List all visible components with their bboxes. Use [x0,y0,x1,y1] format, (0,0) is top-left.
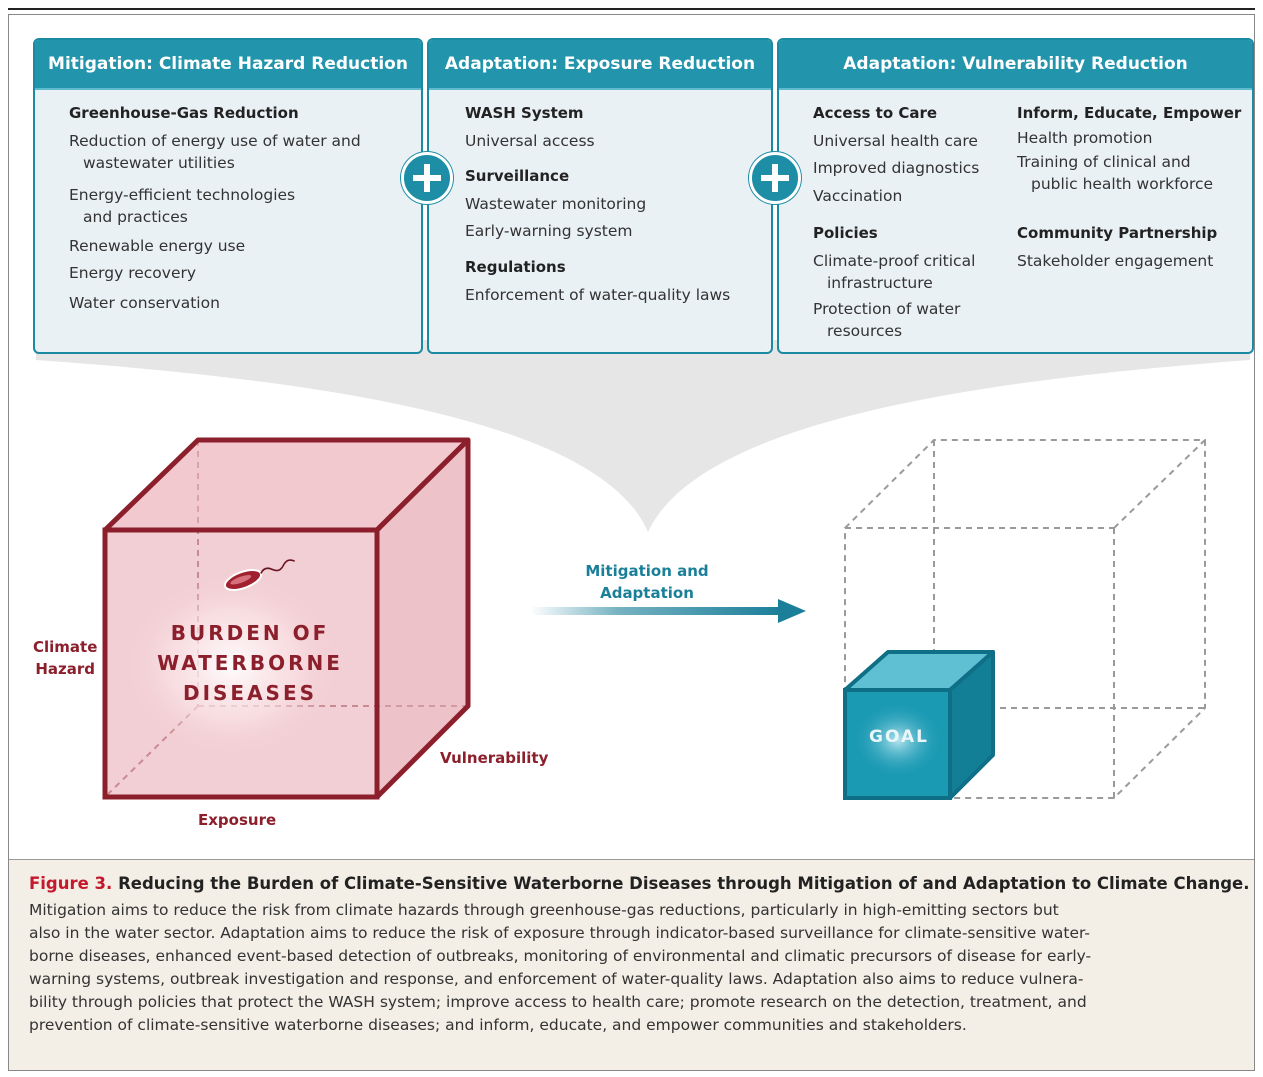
arrow-label: Mitigation and Adaptation [585,562,709,602]
list-item: Energy recovery [69,264,197,282]
list-item: Vaccination [813,187,903,205]
bacterium-icon [223,559,296,591]
figure-caption: Figure 3. Reducing the Burden of Climate… [9,859,1254,1070]
list-item: Stakeholder engagement [1017,252,1214,270]
mitigation-adaptation-arrow [530,599,806,623]
list-item: Training of clinical and public health w… [1017,153,1214,193]
list-item: Universal health care [813,132,978,150]
heading-access-to-care: Access to Care [813,104,938,122]
heading-regulations: Regulations [465,258,566,276]
caption-body: Mitigation aims to reduce the risk from … [29,901,1092,1034]
goal-label: GOAL [869,727,929,747]
list-item: Reduction of energy use of water and was… [69,132,361,172]
heading-wash-system: WASH System [465,104,584,122]
caption-title: Figure 3. Reducing the Burden of Climate… [29,874,1250,893]
axis-label-vulnerability: Vulnerability [440,749,549,767]
list-item: Enforcement of water-quality laws [465,286,731,304]
heading-inform-educate-empower: Inform, Educate, Empower [1017,104,1242,122]
figure-frame [8,14,1255,1071]
heading-surveillance: Surveillance [465,167,570,185]
list-item: Water conservation [69,294,220,312]
list-item: Renewable energy use [69,237,246,255]
list-item: Improved diagnostics [813,159,980,177]
top-rule [8,8,1255,10]
heading-ghg-reduction: Greenhouse-Gas Reduction [69,104,299,122]
plus-icon [749,152,801,204]
panel-vulnerability-title: Adaptation: Vulnerability Reduction [779,40,1252,90]
figure-number: Figure 3. [29,874,113,893]
panel-mitigation: Mitigation: Climate Hazard Reduction Gre… [33,38,423,354]
list-item: Climate-proof critical infrastructure [813,252,976,292]
plus-icon [401,152,453,204]
heading-policies: Policies [813,224,878,242]
axis-label-climate-hazard: Climate Hazard [33,638,98,678]
panel-exposure: Adaptation: Exposure Reduction WASH Syst… [427,38,773,354]
list-item: Early-warning system [465,222,633,240]
list-item: Protection of water resources [813,300,961,340]
list-item: Energy-efficient technologies and practi… [69,186,296,226]
goal-cube [843,650,995,800]
list-item: Health promotion [1017,129,1153,147]
burden-label: BURDEN OF WATERBORNE DISEASES [157,621,343,705]
heading-community-partnership: Community Partnership [1017,224,1218,242]
list-item: Universal access [465,132,595,150]
panel-exposure-title: Adaptation: Exposure Reduction [429,40,771,90]
panel-mitigation-title: Mitigation: Climate Hazard Reduction [35,40,421,90]
caption-title-text: Reducing the Burden of Climate-Sensitive… [118,874,1250,893]
list-item: Wastewater monitoring [465,195,647,213]
axis-label-exposure: Exposure [198,811,277,829]
burden-cube [102,437,471,800]
